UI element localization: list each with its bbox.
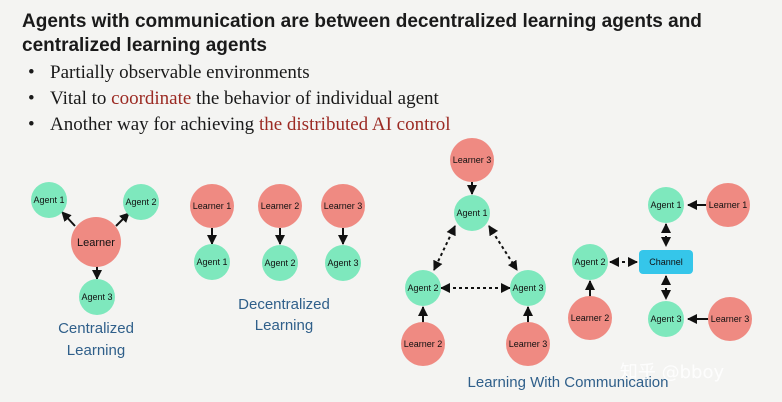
- node-label: Agent 1: [456, 208, 487, 218]
- bullet-highlight: the distributed AI control: [258, 114, 451, 135]
- node-label: Agent 3: [512, 283, 543, 293]
- learner-node: Learner 3: [708, 297, 752, 341]
- node-label: Learner: [77, 237, 115, 249]
- node-label: Agent 3: [650, 314, 681, 324]
- agent-node: Agent 3: [325, 245, 361, 281]
- agent-node: Agent 3: [648, 301, 684, 337]
- agent-node: Agent 1: [31, 182, 67, 218]
- node-label: Learner 3: [509, 339, 548, 349]
- decentralized-diagram: Learner 1 Learner 2 Learner 3 Agent 1 Ag…: [190, 184, 365, 334]
- learner-node: Learner 2: [568, 296, 612, 340]
- node-label: Agent 2: [574, 257, 605, 267]
- bullet-text: Vital to: [50, 88, 112, 109]
- learner-node: Learner: [71, 217, 121, 267]
- node-label: Learner 3: [324, 201, 363, 211]
- node-label: Learner 3: [453, 155, 492, 165]
- slide-title: Agents with communication are between de…: [22, 11, 702, 56]
- agent-node: Agent 1: [454, 195, 490, 231]
- bullet-item: Partially observable environments: [28, 60, 451, 86]
- learner-node: Learner 1: [190, 184, 234, 228]
- centralized-diagram: Learner Agent 1 Agent 2 Agent 3 Centrali…: [31, 182, 159, 359]
- node-label: Learner 1: [709, 200, 748, 210]
- node-label: Agent 2: [407, 283, 438, 293]
- dotted-arrow: [488, 225, 518, 271]
- bullet-highlight: coordinate: [111, 88, 192, 109]
- node-label: Learner 1: [193, 201, 232, 211]
- node-label: Channel: [649, 257, 683, 267]
- dotted-arrow: [433, 225, 456, 271]
- agent-node: Agent 3: [79, 279, 115, 315]
- diagram-caption: Centralized: [58, 320, 134, 337]
- bullet-text: Partially observable environments: [50, 62, 310, 83]
- bullet-text: Another way for achieving: [50, 114, 259, 135]
- diagram-caption: Learning With Communication: [468, 374, 669, 391]
- learner-node: Learner 1: [706, 183, 750, 227]
- bullet-text-end: the behavior of individual agent: [191, 88, 439, 109]
- channel-node: Channel: [639, 250, 693, 274]
- learner-node: Learner 3: [450, 138, 494, 182]
- node-label: Learner 3: [711, 314, 750, 324]
- node-label: Learner 2: [404, 339, 443, 349]
- agent-node: Agent 1: [648, 187, 684, 223]
- node-label: Agent 1: [196, 257, 227, 267]
- node-label: Agent 2: [264, 258, 295, 268]
- node-label: Agent 2: [125, 197, 156, 207]
- watermark-text: 知乎 @bboy: [620, 362, 725, 383]
- node-label: Learner 2: [261, 201, 300, 211]
- node-label: Agent 1: [650, 200, 681, 210]
- bullet-list: Partially observable environments Vital …: [28, 60, 451, 138]
- agent-node: Agent 3: [510, 270, 546, 306]
- bullet-item: Vital to coordinate the behavior of indi…: [28, 86, 451, 112]
- arrow: [61, 211, 76, 227]
- agent-node: Agent 2: [405, 270, 441, 306]
- node-label: Agent 3: [327, 258, 358, 268]
- learner-node: Learner 3: [506, 322, 550, 366]
- node-label: Learner 2: [571, 313, 610, 323]
- agent-node: Agent 2: [572, 244, 608, 280]
- learner-node: Learner 2: [258, 184, 302, 228]
- channel-diagram: Agent 1 Learner 1 Agent 2 Channel Learne…: [568, 183, 752, 341]
- diagram-caption: Learning: [67, 342, 125, 359]
- learner-node: Learner 2: [401, 322, 445, 366]
- diagram-caption: Decentralized: [238, 296, 330, 313]
- learner-node: Learner 3: [321, 184, 365, 228]
- agent-node: Agent 2: [262, 245, 298, 281]
- arrow: [115, 212, 130, 227]
- node-label: Agent 1: [33, 195, 64, 205]
- agent-node: Agent 2: [123, 184, 159, 220]
- communication-diagram: Learner 3 Agent 1 Agent 2 Agent 3 Learne…: [401, 138, 668, 391]
- bullet-item: Another way for achieving the distribute…: [28, 112, 451, 138]
- agent-node: Agent 1: [194, 244, 230, 280]
- node-label: Agent 3: [81, 292, 112, 302]
- diagram-caption: Learning: [255, 317, 313, 334]
